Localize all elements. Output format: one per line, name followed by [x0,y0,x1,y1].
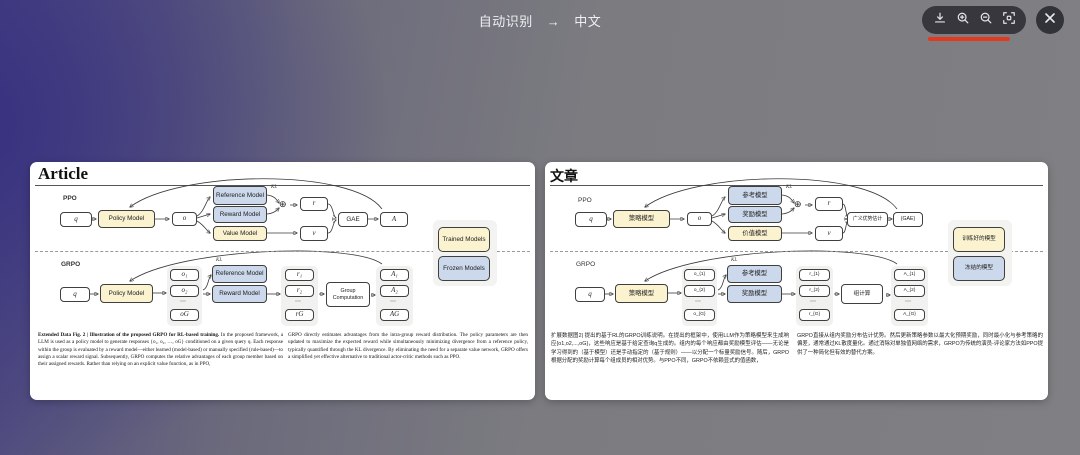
translated-article-card: 文章 PPO q 策略模 [545,162,1048,400]
grpo-group-computation-node: Group Computation [326,282,370,307]
grpo-policy-model-node: 策略模型 [615,284,668,303]
legend-frozen-models: Frozen Models [438,256,490,281]
ppo-output-node: o [172,212,197,226]
close-icon [1044,11,1056,29]
figure-caption-col1: Extended Data Fig. 2 | Illustration of t… [38,332,284,368]
ppo-v-node: v [300,226,328,241]
ppo-reward-model-node: 奖励模型 [728,206,782,223]
fit-screen-icon [1002,11,1016,30]
grpo-section-label: GRPO [61,261,81,268]
grpo-r1-node: r₁ [285,269,314,281]
grpo-A-ellipsis: ⋯ [905,299,912,305]
source-language-selector[interactable]: 自动识别 [478,14,533,29]
grpo-reference-model-node: Reference Model [212,265,267,283]
grpo-kl-label: KL [731,258,738,263]
fit-screen-button[interactable] [1000,11,1017,30]
grpo-AG-node: A_{G} [894,309,925,321]
ppo-section-label: PPO [578,197,592,204]
section-divider [550,251,1043,252]
legend-frozen-models: 冻结的模型 [953,256,1005,281]
arrow-right-icon: → [546,14,561,29]
ppo-plus-icon: ⊕ [279,199,287,209]
grpo-r2-node: r_{2} [799,285,830,297]
title-rule [550,185,1043,186]
ppo-query-node: q [60,212,92,227]
ppo-query-node: q [575,212,607,227]
title-rule [35,185,530,186]
target-language-selector[interactable]: 中文 [574,14,602,29]
grpo-reference-model-node: 参考模型 [727,265,782,283]
legend-trained-models: 训练好的模型 [953,227,1005,252]
download-button[interactable] [931,12,948,29]
figure-caption-col1: 扩展数据图2| 提出的基于RL的GRPO训练说明。在提出的框架中，使用LLM作为… [551,333,789,365]
model-legend: 训练好的模型 冻结的模型 [948,220,1012,286]
ppo-value-model-node: Value Model [213,226,267,241]
grpo-A2-node: A₂ [380,285,409,297]
ppo-reward-model-node: Reward Model [213,206,267,223]
grpo-query-node: q [575,287,605,302]
grpo-r1-node: r_{1} [799,269,830,281]
grpo-rG-node: rG [285,309,314,321]
grpo-reward-model-node: Reward Model [212,285,267,303]
download-icon [933,11,947,30]
ppo-gae-node: GAE [338,212,368,227]
grpo-r-ellipsis: ⋯ [810,299,817,305]
section-divider [35,251,530,252]
ppo-advantage-node: (GAE) [893,212,923,227]
zoom-out-icon [979,11,993,30]
ppo-reference-model-node: 参考模型 [728,186,782,205]
figure-caption-col2: GRPO直接从组内奖励分布估计优势。然后更新策略参数以最大化预期奖励，同时最小化… [797,333,1043,356]
translated-title: 文章 [550,168,578,184]
grpo-section-label: GRPO [576,261,596,268]
ppo-section-label: PPO [63,195,77,202]
grpo-query-node: q [60,287,90,302]
grpo-A1-node: A₁ [380,269,409,281]
close-button[interactable] [1036,6,1064,34]
grpo-AG-node: AG [380,309,409,321]
figure-caption-col2: GRPO directly estimates advantages from … [288,332,528,360]
ppo-policy-model-node: Policy Model [98,210,155,228]
model-legend: Trained Models Frozen Models [433,220,497,286]
grpo-A-ellipsis: ⋯ [390,299,397,305]
grpo-r2-node: r₂ [285,285,314,297]
grpo-kl-label: KL [216,258,223,263]
ppo-kl-label: KL [271,185,278,190]
grpo-o2-node: o_{2} [684,285,715,297]
grpo-reward-model-node: 奖励模型 [727,285,782,303]
ppo-reference-model-node: Reference Model [213,186,267,205]
ppo-policy-model-node: 策略模型 [613,210,670,228]
legend-trained-models: Trained Models [438,227,490,252]
grpo-o1-node: o_{1} [684,269,715,281]
ppo-reward-node: r [815,197,843,211]
ppo-output-node: o [687,212,712,226]
active-tool-indicator [928,37,1010,41]
grpo-policy-model-node: Policy Model [100,284,153,303]
ppo-reward-node: r [300,197,328,211]
ppo-gae-node: 广义优势估计 [847,212,888,227]
grpo-rG-node: r_{G} [799,309,830,321]
image-toolbar [922,6,1026,34]
grpo-o1-node: o₁ [170,269,199,281]
grpo-oG-node: o_{G} [684,309,715,321]
zoom-in-button[interactable] [954,12,971,29]
zoom-out-button[interactable] [977,12,994,29]
grpo-oG-node: oG [170,309,199,321]
article-title: Article [38,164,89,183]
original-article-card: Article PPO q [30,162,535,400]
ppo-v-node: v [815,226,843,241]
grpo-group-computation-node: 组计算 [841,284,883,304]
grpo-o-ellipsis: ⋯ [695,299,702,305]
grpo-o2-node: o₂ [170,285,199,297]
ppo-kl-label: KL [786,185,793,190]
grpo-o-ellipsis: ⋯ [180,299,187,305]
ppo-value-model-node: 价值模型 [728,226,782,241]
grpo-r-ellipsis: ⋯ [295,299,302,305]
ppo-advantage-node: A [380,212,408,227]
figure-caption-lead: Extended Data Fig. 2 | Illustration of t… [38,332,220,338]
ppo-plus-icon: ⊕ [794,199,802,209]
zoom-in-icon [956,11,970,30]
grpo-A2-node: A_{2} [894,285,925,297]
grpo-A1-node: A_{1} [894,269,925,281]
language-bar: 自动识别 → 中文 [0,11,1080,30]
